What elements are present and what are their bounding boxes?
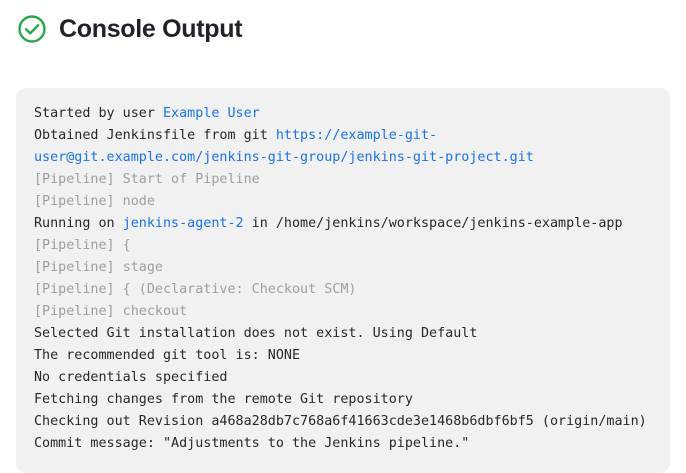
console-log-text: Running on	[34, 216, 123, 231]
console-log-text: [Pipeline] { (Declarative: Checkout SCM)	[34, 282, 357, 297]
console-log-text: The recommended git tool is: NONE	[34, 348, 301, 363]
console-log-line: The recommended git tool is: NONE	[34, 345, 652, 367]
console-log-text: [Pipeline] {	[34, 238, 131, 253]
console-log-link[interactable]: https://example-git-user@git.example.com…	[34, 128, 534, 165]
console-log-text: Started by user	[34, 106, 163, 121]
console-log-line: Obtained Jenkinsfile from git https://ex…	[34, 125, 652, 169]
console-log-line: [Pipeline] { (Declarative: Checkout SCM)	[34, 279, 652, 301]
console-log-line: No credentials specified	[34, 367, 652, 389]
build-status-indicator	[17, 14, 47, 44]
console-log-text: Selected Git installation does not exist…	[34, 326, 478, 341]
console-log-text: [Pipeline] stage	[34, 260, 163, 275]
console-log-line: [Pipeline] node	[34, 191, 652, 213]
console-log-text: Checking out Revision a468a28db7c768a6f4…	[34, 414, 647, 429]
console-log-text: [Pipeline] checkout	[34, 304, 188, 319]
console-log-text: Obtained Jenkinsfile from git	[34, 128, 276, 143]
console-log-text: Commit message: "Adjustments to the Jenk…	[34, 436, 470, 451]
console-log-line: [Pipeline] {	[34, 235, 652, 257]
console-log-line: [Pipeline] checkout	[34, 301, 652, 323]
console-log-line: [Pipeline] Start of Pipeline	[34, 169, 652, 191]
console-log-link[interactable]: jenkins-agent-2	[122, 216, 244, 231]
console-log-text: [Pipeline] node	[34, 194, 155, 209]
console-log-line: Fetching changes from the remote Git rep…	[34, 389, 652, 411]
console-log-line: Selected Git installation does not exist…	[34, 323, 652, 345]
console-log-link[interactable]: Example User	[163, 106, 260, 121]
console-log-line: [Pipeline] stage	[34, 257, 652, 279]
check-circle-icon	[18, 15, 46, 43]
console-log-text: in /home/jenkins/workspace/jenkins-examp…	[243, 216, 623, 231]
console-log-line: Running on jenkins-agent-2 in /home/jenk…	[34, 213, 652, 235]
console-log-text: No credentials specified	[34, 370, 228, 385]
page-header: Console Output	[0, 0, 686, 44]
console-log-text: Fetching changes from the remote Git rep…	[34, 392, 413, 407]
console-log-line: Checking out Revision a468a28db7c768a6f4…	[34, 411, 652, 433]
console-log-line: Commit message: "Adjustments to the Jenk…	[34, 433, 652, 455]
page-title: Console Output	[59, 15, 243, 43]
console-log-line: Started by user Example User	[34, 103, 652, 125]
console-log-text: [Pipeline] Start of Pipeline	[34, 172, 260, 187]
